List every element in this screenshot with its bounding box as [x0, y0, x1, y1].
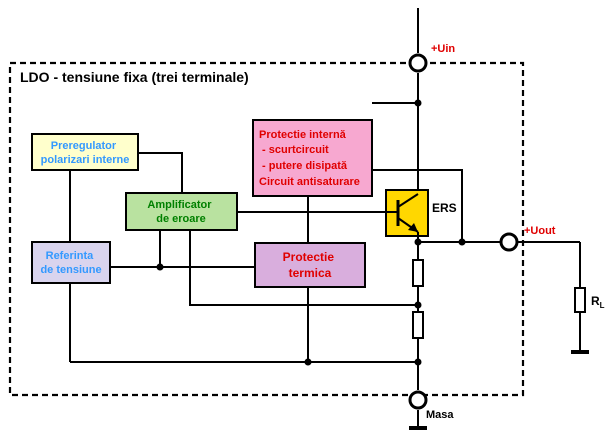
- regulator-outline: [8, 61, 525, 397]
- terminal-uin: [408, 53, 428, 73]
- divider-resistor-top: [412, 259, 424, 287]
- transistor-arrow: [408, 223, 418, 232]
- diagram-title: LDO - tensiune fixa (trei terminale): [20, 69, 249, 85]
- label-masa: Masa: [426, 409, 454, 421]
- block-amplificator: [125, 192, 238, 231]
- junction: [414, 301, 422, 309]
- junction: [304, 358, 312, 366]
- terminal-uout: [499, 232, 519, 252]
- block-protectie-interna: [252, 119, 373, 197]
- block-preregulator: [31, 133, 139, 171]
- block-referinta: [31, 241, 111, 284]
- wire-amp-feedback: [189, 230, 418, 306]
- junction: [414, 358, 422, 366]
- label-load: RL: [591, 294, 605, 310]
- wire-prot-output: [372, 169, 463, 242]
- text-preregulator: Preregulator polarizari interne: [41, 140, 130, 166]
- junction: [458, 238, 466, 246]
- load-resistor: [574, 287, 586, 313]
- label-uout: +Uout: [524, 225, 556, 237]
- text-amplificator: Amplificator de eroare: [147, 199, 214, 225]
- label-uin: +Uin: [431, 43, 455, 55]
- text-referinta: Referinta de tensiune: [40, 250, 101, 276]
- divider-resistor-bottom: [412, 311, 424, 339]
- label-ers: ERS: [432, 201, 457, 215]
- terminal-masa: [408, 390, 428, 410]
- text-protectie-termica: Protectie termica: [283, 250, 338, 280]
- block-protectie-termica: [254, 242, 366, 288]
- wire-prereg-amp: [138, 152, 183, 192]
- text-protectie-interna: Protectie internă - scurtcircuit - puter…: [259, 129, 360, 188]
- transistor-collector-lead: [397, 193, 419, 208]
- junction: [414, 99, 422, 107]
- junction: [156, 263, 164, 271]
